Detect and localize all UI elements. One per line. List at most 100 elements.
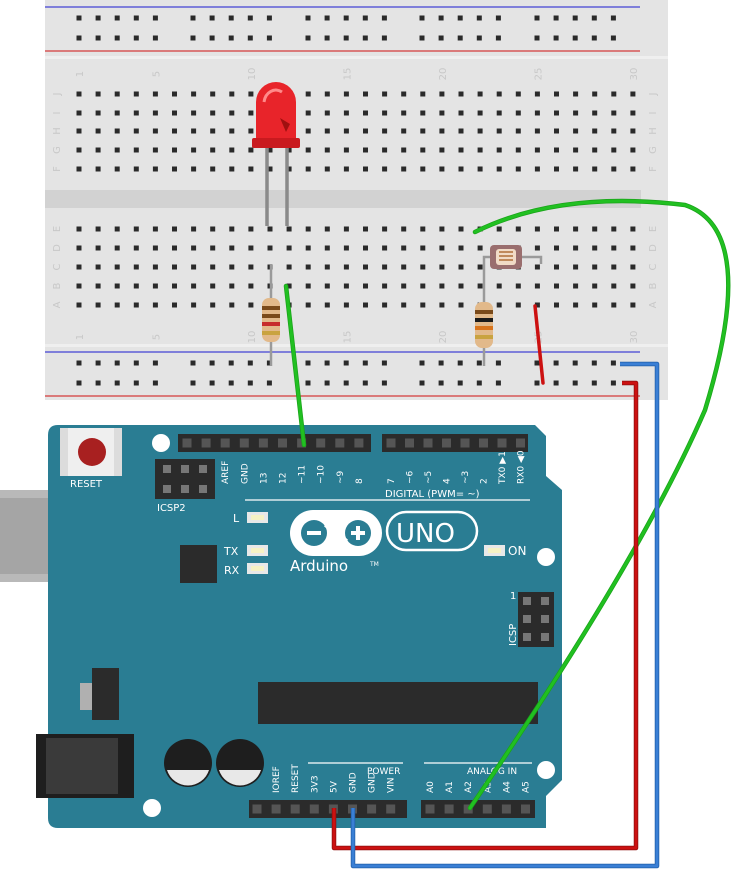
breadboard-hole[interactable] (305, 226, 311, 232)
rail-hole[interactable] (76, 15, 82, 21)
breadboard-hole[interactable] (76, 128, 82, 134)
rail-hole[interactable] (266, 35, 272, 41)
breadboard-hole[interactable] (267, 147, 273, 153)
breadboard-hole[interactable] (592, 264, 598, 270)
breadboard-hole[interactable] (76, 166, 82, 172)
breadboard-hole[interactable] (420, 226, 426, 232)
breadboard-hole[interactable] (286, 283, 292, 289)
breadboard-hole[interactable] (133, 128, 139, 134)
breadboard-hole[interactable] (554, 264, 559, 270)
breadboard-hole[interactable] (248, 302, 254, 308)
breadboard-hole[interactable] (592, 302, 598, 308)
rail-hole[interactable] (152, 35, 158, 41)
breadboard-hole[interactable] (401, 110, 407, 116)
breadboard-hole[interactable] (191, 302, 197, 308)
breadboard-hole[interactable] (496, 226, 502, 232)
breadboard-hole[interactable] (305, 128, 311, 134)
rail-hole[interactable] (476, 360, 482, 366)
rail-hole[interactable] (95, 380, 101, 386)
breadboard-hole[interactable] (611, 226, 617, 232)
breadboard-hole[interactable] (248, 264, 254, 270)
breadboard-hole[interactable] (515, 147, 521, 153)
breadboard-hole[interactable] (343, 128, 349, 134)
breadboard-hole[interactable] (210, 166, 216, 172)
breadboard-hole[interactable] (515, 166, 521, 172)
rail-hole[interactable] (305, 380, 311, 386)
breadboard-hole[interactable] (515, 226, 521, 232)
rail-hole[interactable] (228, 380, 234, 386)
breadboard-hole[interactable] (305, 147, 311, 153)
breadboard-hole[interactable] (592, 226, 598, 232)
rail-hole[interactable] (476, 35, 482, 41)
rail-hole[interactable] (114, 380, 120, 386)
breadboard-hole[interactable] (248, 283, 254, 289)
breadboard-hole[interactable] (458, 283, 464, 289)
breadboard-hole[interactable] (458, 264, 464, 270)
breadboard-hole[interactable] (382, 264, 388, 270)
breadboard-hole[interactable] (611, 91, 617, 97)
rail-hole[interactable] (324, 15, 330, 21)
breadboard-hole[interactable] (229, 128, 235, 134)
header-socket[interactable] (258, 438, 268, 448)
breadboard-hole[interactable] (248, 147, 254, 153)
breadboard-hole[interactable] (420, 91, 426, 97)
breadboard-hole[interactable] (152, 283, 158, 289)
breadboard-hole[interactable] (611, 302, 617, 308)
rail-hole[interactable] (381, 360, 387, 366)
rail-hole[interactable] (362, 380, 368, 386)
breadboard-hole[interactable] (95, 283, 101, 289)
breadboard-hole[interactable] (592, 128, 598, 134)
breadboard-hole[interactable] (76, 91, 82, 97)
breadboard-hole[interactable] (76, 110, 82, 116)
rail-hole[interactable] (457, 360, 463, 366)
breadboard-hole[interactable] (439, 147, 445, 153)
breadboard-hole[interactable] (305, 283, 311, 289)
rail-hole[interactable] (476, 380, 482, 386)
breadboard-hole[interactable] (458, 128, 464, 134)
rail-hole[interactable] (133, 360, 139, 366)
rail-hole[interactable] (190, 380, 196, 386)
breadboard-hole[interactable] (382, 245, 388, 251)
breadboard-hole[interactable] (515, 128, 521, 134)
breadboard-hole[interactable] (248, 91, 254, 97)
breadboard-hole[interactable] (133, 147, 139, 153)
breadboard-hole[interactable] (477, 110, 483, 116)
breadboard-hole[interactable] (515, 110, 521, 116)
breadboard-hole[interactable] (554, 147, 559, 153)
breadboard-hole[interactable] (286, 166, 292, 172)
rail-hole[interactable] (419, 380, 425, 386)
breadboard-hole[interactable] (363, 302, 368, 308)
breadboard-hole[interactable] (477, 91, 483, 97)
breadboard-hole[interactable] (496, 128, 502, 134)
breadboard-hole[interactable] (573, 147, 579, 153)
header-socket[interactable] (386, 438, 396, 448)
breadboard-hole[interactable] (191, 91, 197, 97)
breadboard-hole[interactable] (592, 283, 598, 289)
header-socket[interactable] (252, 804, 262, 814)
breadboard-hole[interactable] (573, 166, 579, 172)
rail-hole[interactable] (572, 35, 578, 41)
rail-hole[interactable] (534, 35, 540, 41)
breadboard-hole[interactable] (401, 166, 407, 172)
breadboard-hole[interactable] (343, 226, 349, 232)
breadboard-hole[interactable] (229, 302, 235, 308)
rail-hole[interactable] (591, 380, 597, 386)
header-socket[interactable] (425, 804, 435, 814)
header-socket[interactable] (316, 438, 326, 448)
breadboard-hole[interactable] (191, 245, 197, 251)
breadboard-hole[interactable] (324, 283, 330, 289)
rail-hole[interactable] (476, 15, 482, 21)
breadboard-hole[interactable] (248, 226, 254, 232)
rail-hole[interactable] (247, 380, 253, 386)
breadboard-hole[interactable] (305, 302, 311, 308)
breadboard-hole[interactable] (439, 264, 445, 270)
header-socket[interactable] (442, 438, 451, 448)
breadboard-hole[interactable] (477, 128, 483, 134)
breadboard-hole[interactable] (229, 283, 235, 289)
breadboard-hole[interactable] (439, 166, 445, 172)
breadboard-hole[interactable] (630, 283, 636, 289)
breadboard-hole[interactable] (420, 166, 426, 172)
breadboard-hole[interactable] (382, 283, 388, 289)
breadboard-hole[interactable] (76, 245, 82, 251)
breadboard-hole[interactable] (172, 110, 177, 116)
